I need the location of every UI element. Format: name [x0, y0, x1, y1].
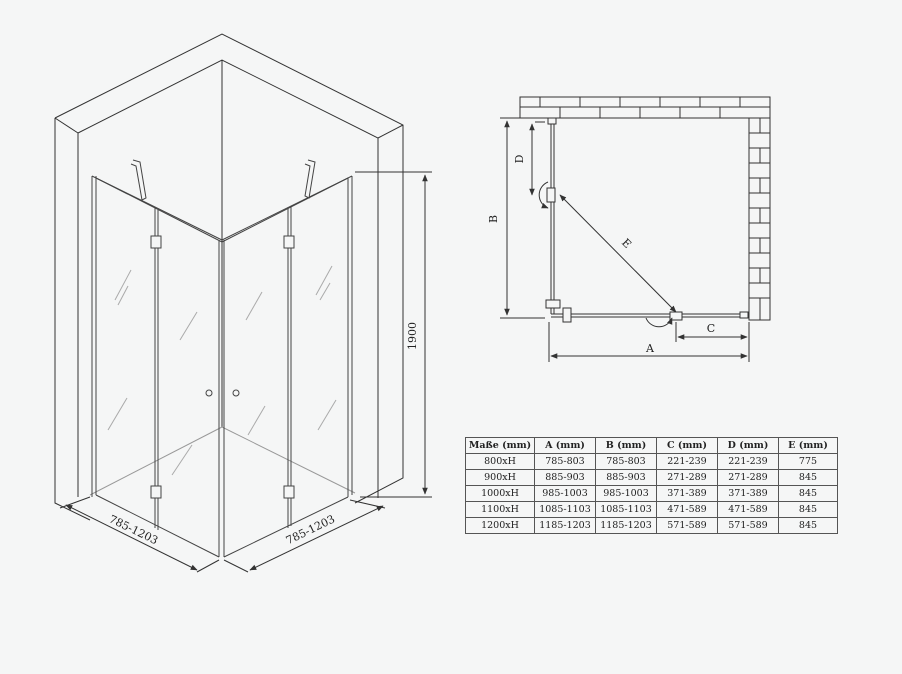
table-cell: 371-389: [717, 485, 779, 502]
label-b: B: [487, 215, 500, 223]
column-header: B (mm): [595, 437, 657, 454]
table-cell: 1185-1203: [534, 517, 596, 534]
table-cell: 471-589: [656, 501, 718, 518]
table-cell: 885-903: [595, 469, 657, 486]
isometric-view: [54, 33, 432, 573]
table-row: 1100xH 1085-1103 1085-1103 471-589 471-5…: [465, 501, 838, 518]
table-cell: 221-239: [717, 453, 779, 470]
table-cell: 900xH: [465, 469, 535, 486]
label-a: A: [645, 342, 655, 355]
table-cell: 800xH: [465, 453, 535, 470]
column-header: D (mm): [717, 437, 779, 454]
column-header: A (mm): [534, 437, 596, 454]
table-header-row: Maße (mm) A (mm) B (mm) C (mm) D (mm) E …: [465, 437, 838, 454]
table-cell: 845: [778, 469, 838, 486]
table-cell: 885-903: [534, 469, 596, 486]
table-cell: 785-803: [534, 453, 596, 470]
table-cell: 785-803: [595, 453, 657, 470]
label-e: E: [619, 236, 634, 251]
brick-wall-right: [748, 117, 771, 321]
table-cell: 1100xH: [465, 501, 535, 518]
dimensions-table: Maße (mm) A (mm) B (mm) C (mm) D (mm) E …: [465, 437, 838, 534]
width-right-dimension-line: [249, 505, 384, 571]
width-left-label: 785-1203: [107, 512, 160, 547]
table-cell: 985-1003: [534, 485, 596, 502]
table-cell: 1185-1203: [595, 517, 657, 534]
width-right-label: 785-1203: [284, 512, 337, 547]
table-row: 1200xH 1185-1203 1185-1203 571-589 571-5…: [465, 517, 838, 534]
table-cell: 985-1003: [595, 485, 657, 502]
label-c: C: [707, 322, 715, 335]
table-row: 1000xH 985-1003 985-1003 371-389 371-389…: [465, 485, 838, 502]
table-cell: 845: [778, 517, 838, 534]
plan-view: [500, 96, 771, 362]
table-cell: 845: [778, 501, 838, 518]
table-row: 800xH 785-803 785-803 221-239 221-239 77…: [465, 453, 838, 470]
table-cell: 471-589: [717, 501, 779, 518]
iso-dimensions: [59, 171, 432, 573]
column-header: E (mm): [778, 437, 838, 454]
table-cell: 1000xH: [465, 485, 535, 502]
column-header: C (mm): [656, 437, 718, 454]
wall-outline: [54, 33, 404, 521]
brick-wall-top: [519, 96, 771, 119]
table-cell: 1200xH: [465, 517, 535, 534]
table-cell: 271-289: [656, 469, 718, 486]
table-cell: 221-239: [656, 453, 718, 470]
table-cell: 775: [778, 453, 838, 470]
door-swing-front: [645, 317, 673, 328]
width-left-dimension-line: [65, 504, 198, 571]
table-cell: 571-589: [656, 517, 718, 534]
e-dimension-line: [559, 194, 677, 313]
column-header: Maße (mm): [465, 437, 535, 454]
table-cell: 371-389: [656, 485, 718, 502]
door-swing-left: [538, 181, 549, 209]
table-cell: 1085-1103: [534, 501, 596, 518]
table-cell: 845: [778, 485, 838, 502]
label-d: D: [513, 154, 526, 163]
height-label: 1900: [406, 322, 419, 350]
table-cell: 1085-1103: [595, 501, 657, 518]
table-cell: 571-589: [717, 517, 779, 534]
table-cell: 271-289: [717, 469, 779, 486]
table-row: 900xH 885-903 885-903 271-289 271-289 84…: [465, 469, 838, 486]
